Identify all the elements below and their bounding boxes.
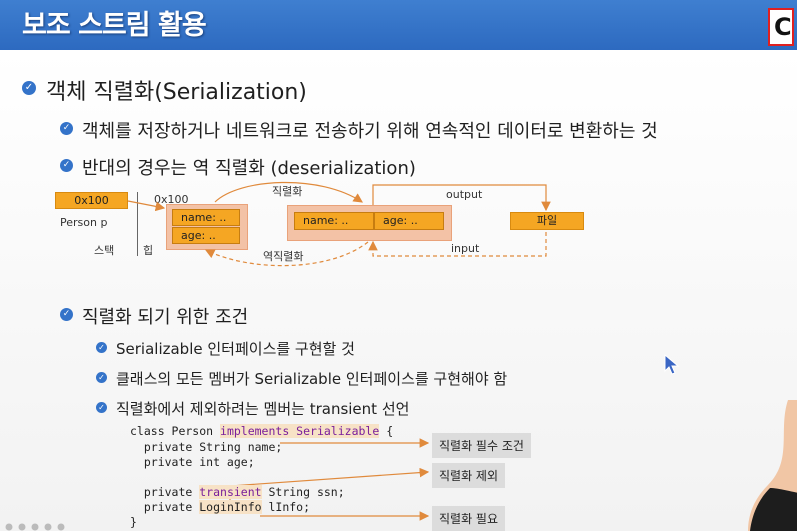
file-box: 파일	[510, 212, 584, 230]
title-bar: 보조 스트림 활용 C	[0, 0, 797, 50]
diagram-arrows	[127, 181, 551, 521]
heap-label: 힙	[143, 244, 154, 257]
check-icon: ✓	[60, 308, 73, 321]
code-line-6: private LoginInfo lInfo;	[130, 500, 311, 514]
slide-progress-icon	[5, 523, 65, 531]
slide-content: ✓ 객체 직렬화(Serialization) ✓ 객체를 저장하거나 네트워크…	[0, 50, 797, 531]
code-line-7: }	[130, 515, 137, 529]
heap-field-name: name: ..	[172, 209, 240, 226]
output-label: output	[446, 188, 483, 201]
point-1: 객체를 저장하거나 네트워크로 전송하기 위해 연속적인 데이터로 변환하는 것	[82, 121, 658, 142]
point-2: 반대의 경우는 역 직렬화 (deserialization)	[82, 158, 416, 179]
condition-1: Serializable 인터페이스를 구현할 것	[116, 340, 355, 358]
check-icon: ✓	[96, 372, 107, 383]
stack-value-box: 0x100	[55, 192, 128, 209]
code-line-2: private String name;	[130, 440, 283, 454]
section-title: 객체 직렬화(Serialization)	[46, 80, 307, 105]
callout-required: 직렬화 필수 조건	[432, 433, 531, 458]
heap-field-age: age: ..	[172, 227, 240, 244]
check-icon: ✓	[96, 402, 107, 413]
code-line-3: private int age;	[130, 455, 255, 469]
stack-var-label: Person p	[60, 216, 108, 229]
callout-excluded: 직렬화 제외	[432, 463, 506, 488]
slide-title: 보조 스트림 활용	[22, 10, 207, 41]
condition-2: 클래스의 모든 멤버가 Serializable 인터페이스를 구현해야 함	[116, 370, 508, 388]
mouse-cursor-icon	[664, 354, 680, 375]
stream-field-name: name: ..	[294, 212, 374, 230]
condition-3: 직렬화에서 제외하려는 멤버는 transient 선언	[116, 400, 410, 418]
corner-highlight-box: C	[768, 8, 794, 46]
code-line-1: class Person implements Serializable {	[130, 424, 394, 438]
input-label: input	[451, 242, 480, 255]
check-icon: ✓	[60, 159, 73, 172]
stream-field-age: age: ..	[374, 212, 444, 230]
stack-heap-divider	[137, 192, 138, 256]
deserialize-label: 역직렬화	[263, 250, 304, 263]
check-icon: ✓	[96, 342, 107, 353]
code-line-5: private transient String ssn;	[130, 485, 345, 499]
check-icon: ✓	[22, 81, 36, 95]
stack-label: 스택	[94, 244, 115, 257]
conditions-title: 직렬화 되기 위한 조건	[82, 307, 249, 328]
serialize-label: 직렬화	[272, 185, 303, 198]
presenter-image	[748, 400, 797, 531]
check-icon: ✓	[60, 122, 73, 135]
callout-needed: 직렬화 필요	[432, 506, 506, 531]
